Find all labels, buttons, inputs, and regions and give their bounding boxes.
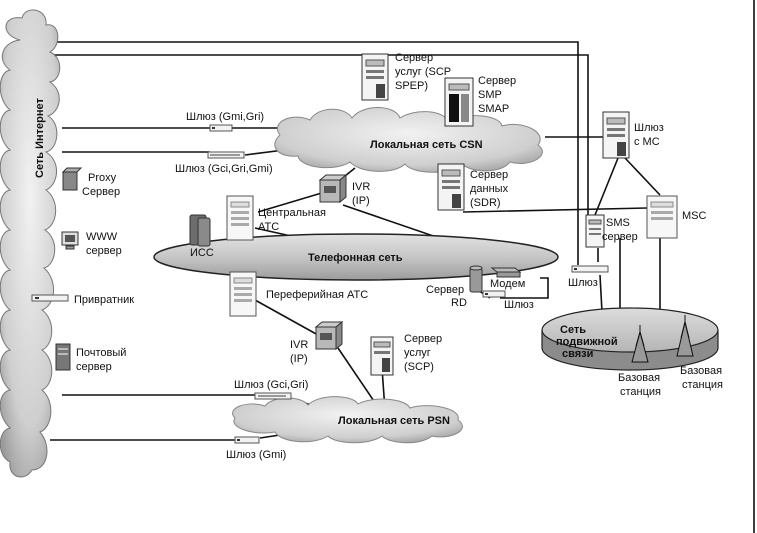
gw-gci-gri-gmi-label: Шлюз (Gci,Gri,Gmi) [175, 163, 273, 175]
gw-mc-label-2: с МС [634, 136, 660, 148]
peripheral-ate-icon [229, 271, 257, 317]
ivr-bottom-label-2: (IP) [290, 353, 308, 365]
mail-label-2: сервер [76, 361, 112, 373]
rd-server-label-1: Сервер [426, 284, 464, 296]
gatekeeper-label: Привратник [74, 294, 134, 306]
mobile-network-label-3: связи [562, 348, 593, 360]
ivr-top-label-2: (IP) [352, 195, 370, 207]
sdr-label-1: Сервер [470, 169, 508, 181]
proxy-label-1: Proxy [88, 172, 117, 184]
gateway-mobile-icon [571, 265, 609, 273]
gw-mc-label-1: Шлюз [634, 122, 664, 134]
scp-spep-server-icon [361, 53, 389, 101]
proxy-label-2: Сервер [82, 186, 120, 198]
modem-label: Модем [490, 278, 525, 290]
sdr-label-3: (SDR) [470, 197, 501, 209]
smp-smap-server-icon [444, 77, 474, 127]
telephone-network: Телефонная сеть ИСС [153, 233, 559, 281]
internet-cloud: Сеть Интернет [0, 9, 61, 478]
internet-cloud-label: Сеть Интернет [34, 97, 46, 178]
rd-gateway-label: Шлюз [504, 299, 534, 311]
csn-cloud-label: Локальная сеть CSN [370, 139, 483, 151]
ivr-top-label-1: IVR [352, 181, 370, 193]
gateway-gci-gri-icon [254, 392, 292, 400]
scp-bottom-server-icon [370, 336, 394, 376]
central-ate-label-1: Центральная [258, 207, 326, 219]
gatekeeper-icon [31, 294, 69, 302]
scp-bottom-label-3: (SCP) [404, 361, 434, 373]
scp-spep-label-1: Сервер [395, 52, 433, 64]
base1-label-2: станция [620, 386, 661, 398]
www-label-1: WWW [86, 231, 118, 243]
msc-label: MSC [682, 210, 707, 222]
telephone-network-label: Телефонная сеть [308, 252, 403, 264]
mobile-network-label-1: Сеть [560, 324, 586, 336]
ics-icon [189, 214, 211, 247]
gw-gci-gri-label: Шлюз (Gci,Gri) [234, 379, 308, 391]
gw-mc-server-icon [602, 111, 630, 159]
msc-server-icon [646, 195, 678, 239]
peripheral-ate-label: Переферийная АТС [266, 289, 368, 301]
sms-label-1: SMS [606, 217, 630, 229]
central-ate-label-2: АТС [258, 221, 279, 233]
modem-icon [490, 267, 522, 278]
scp-bottom-label-2: услуг [404, 347, 431, 359]
central-ate-icon [226, 195, 254, 241]
sdr-server-icon [437, 163, 465, 211]
base1-label-1: Базовая [618, 372, 660, 384]
rd-server-label-2: RD [451, 297, 467, 309]
ivr-top-icon [318, 173, 348, 204]
smp-label-1: Сервер [478, 75, 516, 87]
psn-cloud-label: Локальная сеть PSN [338, 415, 450, 427]
www-server-icon [61, 231, 79, 250]
smp-label-3: SMAP [478, 103, 509, 115]
base-station-tower-2 [676, 315, 694, 357]
scp-bottom-label-1: Сервер [404, 333, 442, 345]
ivr-bottom-label-1: IVR [290, 339, 308, 351]
scp-spep-label-2: услуг (SCP [395, 66, 451, 78]
gateway-gmi-gri-icon [209, 124, 233, 132]
base-station-tower-1 [631, 325, 649, 363]
gateway-gmi-icon [234, 436, 260, 444]
mail-server-icon [55, 343, 71, 371]
labels: Proxy Сервер WWW сервер Привратник Почто… [74, 52, 723, 461]
gateway-rd-icon [482, 290, 506, 298]
gateway-gci-gri-gmi-icon [207, 151, 245, 159]
gw-gmi-gri-label: Шлюз (Gmi,Gri) [186, 111, 264, 123]
ivr-bottom-icon [314, 320, 344, 351]
sdr-label-2: данных [470, 183, 509, 195]
gw-gmi-label: Шлюз (Gmi) [226, 449, 286, 461]
mobile-gateway-label: Шлюз [568, 277, 598, 289]
scp-spep-label-3: SPEP) [395, 80, 428, 92]
sms-server-icon [585, 214, 605, 248]
ics-label: ИСС [190, 247, 214, 259]
csn-cloud: Локальная сеть CSN [274, 107, 543, 173]
mobile-network: Сеть подвижной связи [541, 307, 719, 371]
mobile-network-label-2: подвижной [556, 336, 618, 348]
www-label-2: сервер [86, 245, 122, 257]
rd-server-icon [469, 265, 483, 293]
mail-label-1: Почтовый [76, 347, 126, 359]
base2-label-2: станция [682, 379, 723, 391]
sms-label-2: сервер [602, 231, 638, 243]
base2-label-1: Базовая [680, 365, 722, 377]
psn-cloud: Локальная сеть PSN [232, 396, 463, 444]
proxy-server-icon [61, 167, 83, 191]
smp-label-2: SMP [478, 89, 502, 101]
